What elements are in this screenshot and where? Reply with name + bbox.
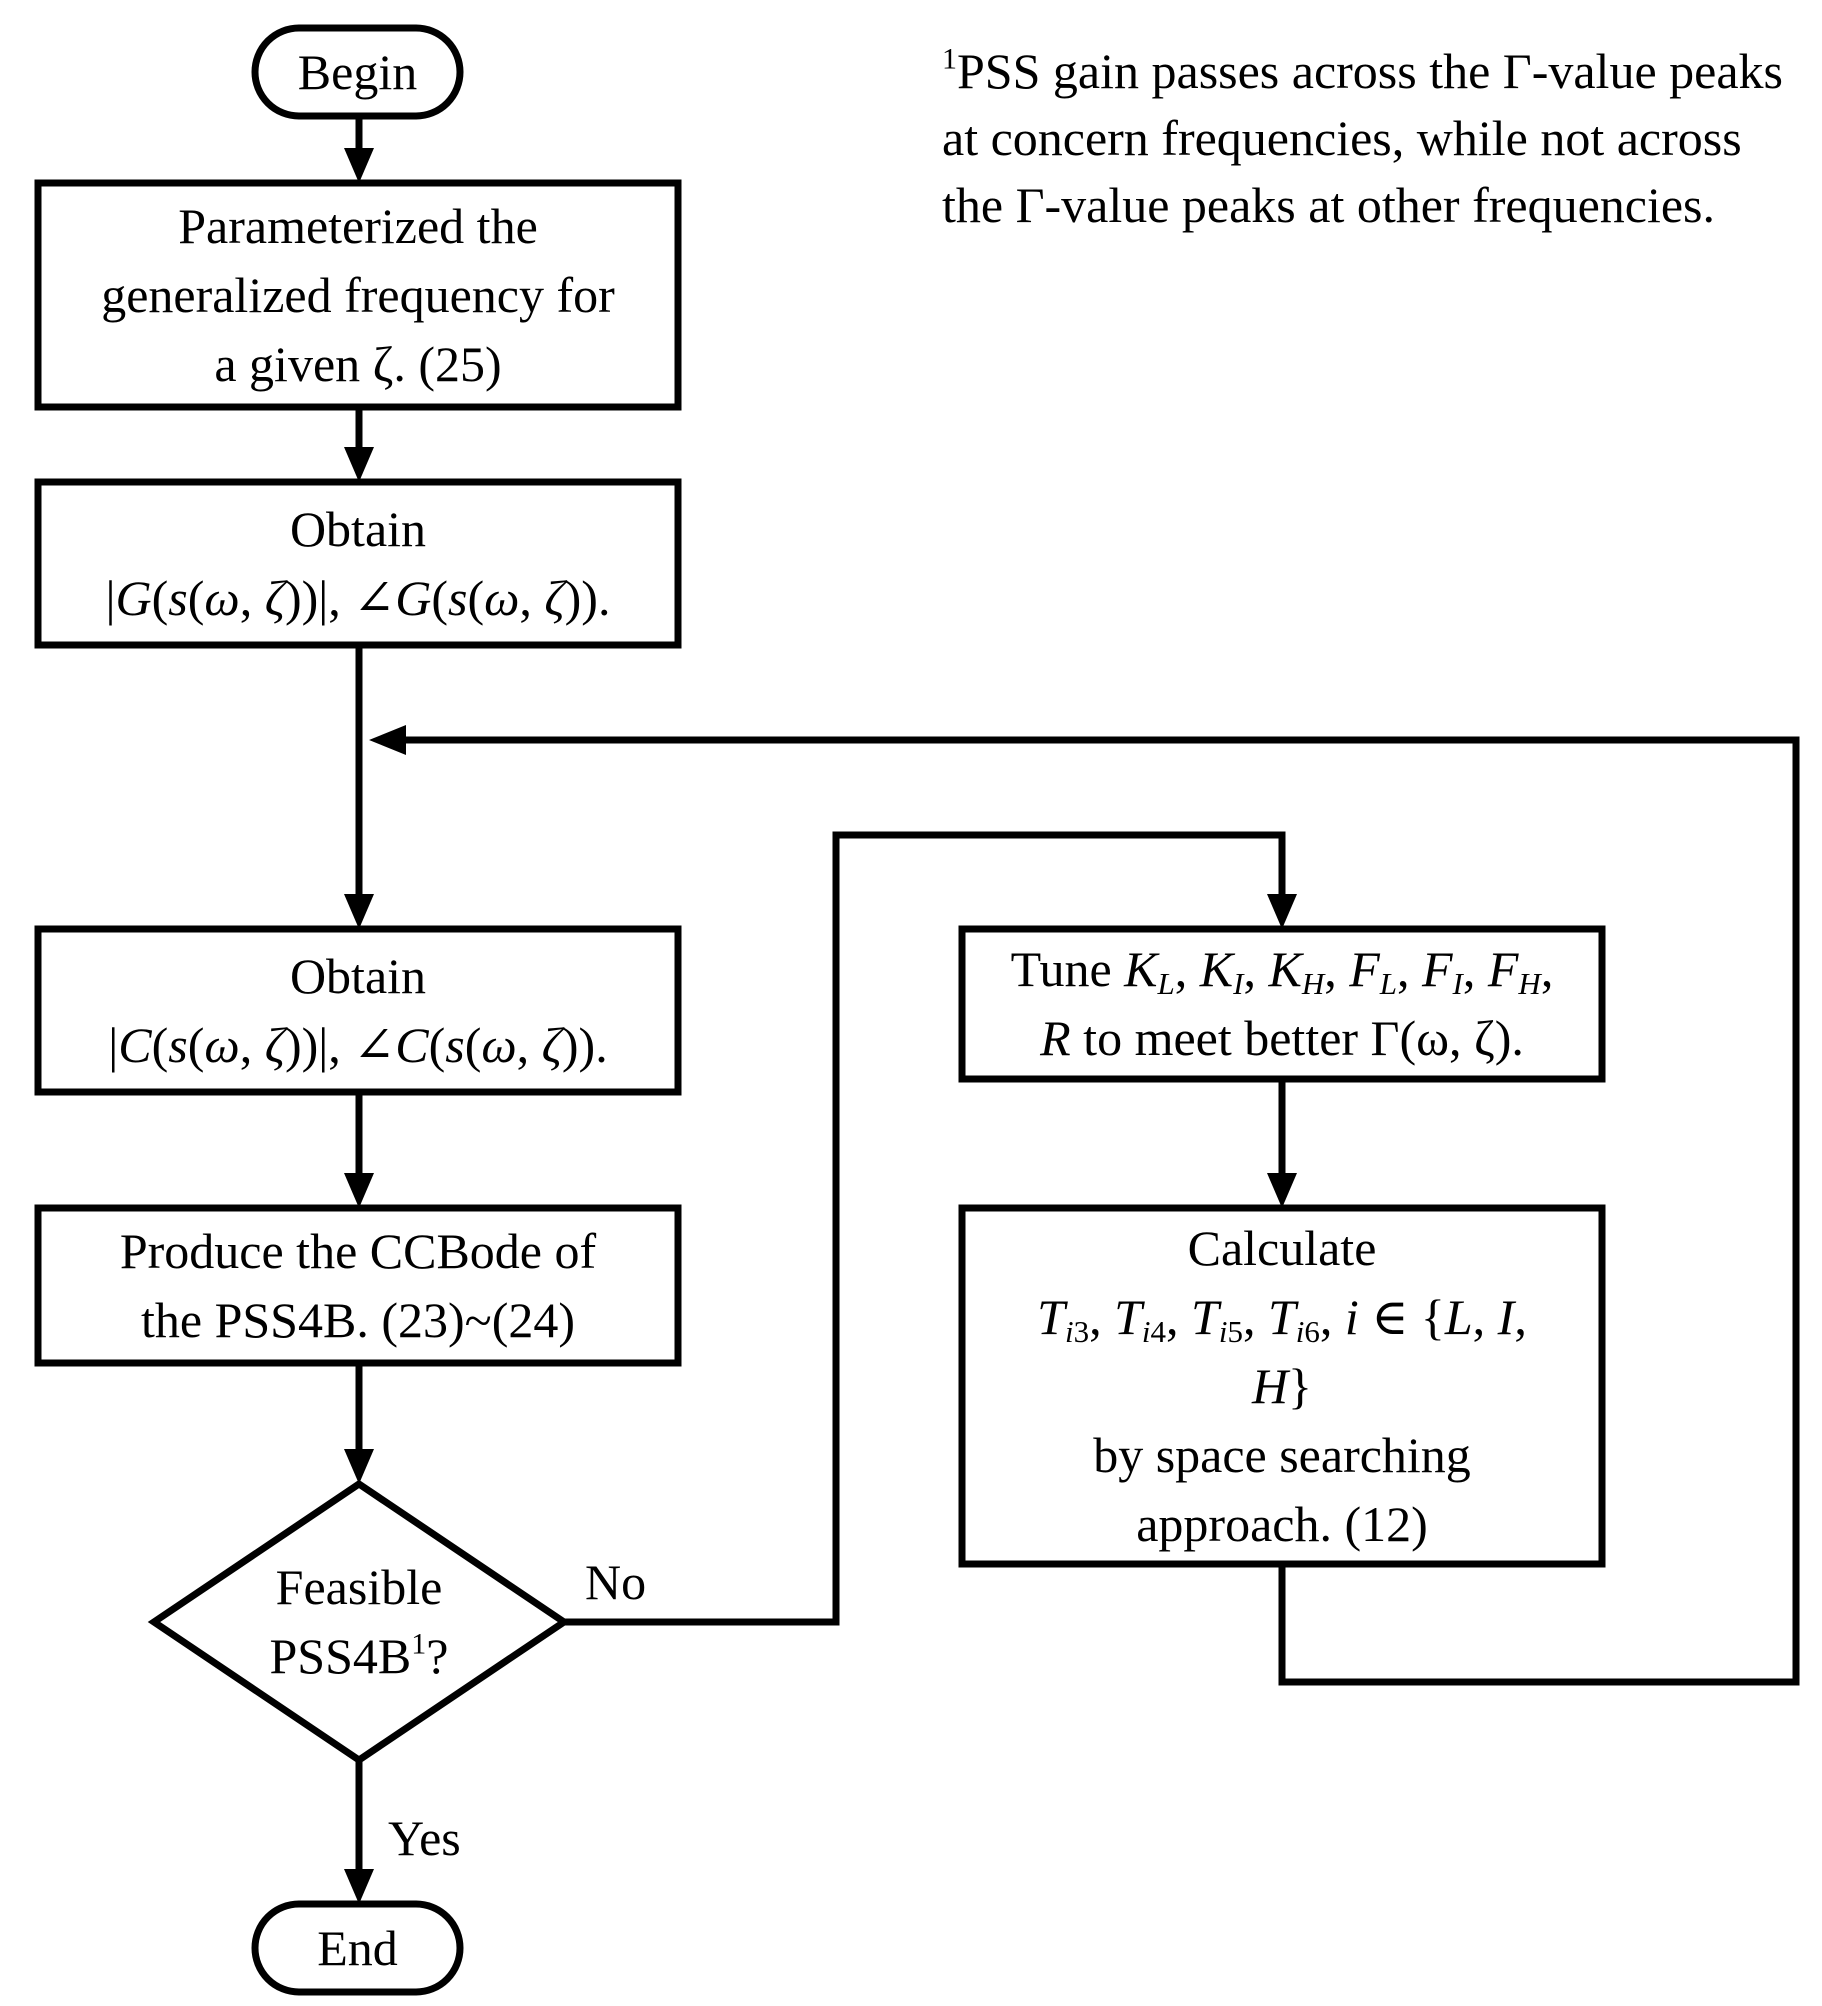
ccbode-line-2: the PSS4B. (23)~(24) [140,1291,575,1348]
begin-label-wrap: Begin [255,28,460,116]
obtain-c-formula: |C(s(ω, ζ))|, ∠C(s(ω, ζ)). [108,1016,608,1073]
obtain-g-text: Obtain |G(s(ω, ζ))|, ∠G(s(ω, ζ)). [38,482,678,645]
yes-branch-label: Yes [388,1810,461,1866]
parameterize-line-2: generalized frequency for [101,266,615,323]
decision-footnote-marker: 1 [411,1627,427,1661]
arrowhead-decision-to-end [344,1869,374,1904]
tune-line-1: Tune KL, KI, KH, FL, FI, FH, [1010,941,1554,1001]
calculate-set-end: H} [1251,1357,1313,1414]
obtain-c-box [34,925,682,1096]
tune-line-2: R to meet better Γ(ω, ζ). [1040,1010,1524,1066]
arrowhead-no-to-tune [1267,894,1297,929]
tune-box [958,925,1606,1083]
arrowhead-ccbode-to-decision [344,1449,374,1484]
decision-text: Feasible PSS4B1? [154,1484,564,1760]
obtain-g-box [34,478,682,649]
decision-question-mark: ? [426,1628,449,1684]
ccbode-text: Produce the CCBode of the PSS4B. (23)~(2… [38,1208,678,1363]
decision-line-2: PSS4B1? [270,1622,449,1691]
connector-loop-back [396,736,1800,1686]
arrowhead-parameterize-to-obtain-g [344,447,374,482]
arrowhead-tune-to-calculate [1267,1173,1297,1208]
calculate-box [958,1204,1606,1568]
calculate-text: Calculate Ti3, Ti4, Ti5, Ti6, i ∈ {L, I,… [962,1208,1602,1564]
end-label: End [317,1919,398,1976]
arrowhead-obtain-c-to-ccbode [344,1173,374,1208]
footnote-marker: 1 [942,42,957,76]
tune-text: Tune KL, KI, KH, FL, FI, FH, R to meet b… [962,929,1602,1079]
footnote-text: PSS gain passes across the Γ-value peaks… [942,43,1783,233]
connector-no-to-tune [564,831,1286,1626]
ccbode-line-1: Produce the CCBode of [119,1222,597,1279]
decision-pss4b: PSS4B [269,1628,412,1684]
arrowhead-loop-back [369,725,406,755]
tune-goal: to meet better Γ(ω, ζ). [1070,1010,1524,1066]
parameterize-text: Parameterized the generalized frequency … [38,183,678,407]
calculate-title: Calculate [1187,1219,1377,1276]
arrowhead-obtain-g-to-obtain-c [344,894,374,929]
arrowhead-begin-to-parameterize [344,148,374,183]
obtain-c-text: Obtain |C(s(ω, ζ))|, ∠C(s(ω, ζ)). [38,929,678,1092]
footnote: 1PSS gain passes across the Γ-value peak… [942,38,1802,239]
end-label-wrap: End [255,1904,460,1992]
calculate-symbols: Ti3, Ti4, Ti5, Ti6, i ∈ {L, I, [1037,1288,1527,1349]
parameterize-line-1: Parameterized the [178,197,538,254]
end-terminator [251,1900,464,1996]
obtain-c-title: Obtain [289,947,427,1004]
parameterize-line-3: a given ζ. (25) [214,335,502,392]
tune-word: Tune [1010,941,1112,997]
decision-line-1: Feasible [275,1559,443,1615]
obtain-g-formula: |G(s(ω, ζ))|, ∠G(s(ω, ζ)). [105,569,611,626]
calculate-line-5: approach. (12) [1136,1495,1428,1552]
calculate-line-4: by space searching [1093,1426,1471,1483]
obtain-g-title: Obtain [289,500,427,557]
begin-label: Begin [297,43,418,100]
no-branch-label: No [585,1554,647,1610]
